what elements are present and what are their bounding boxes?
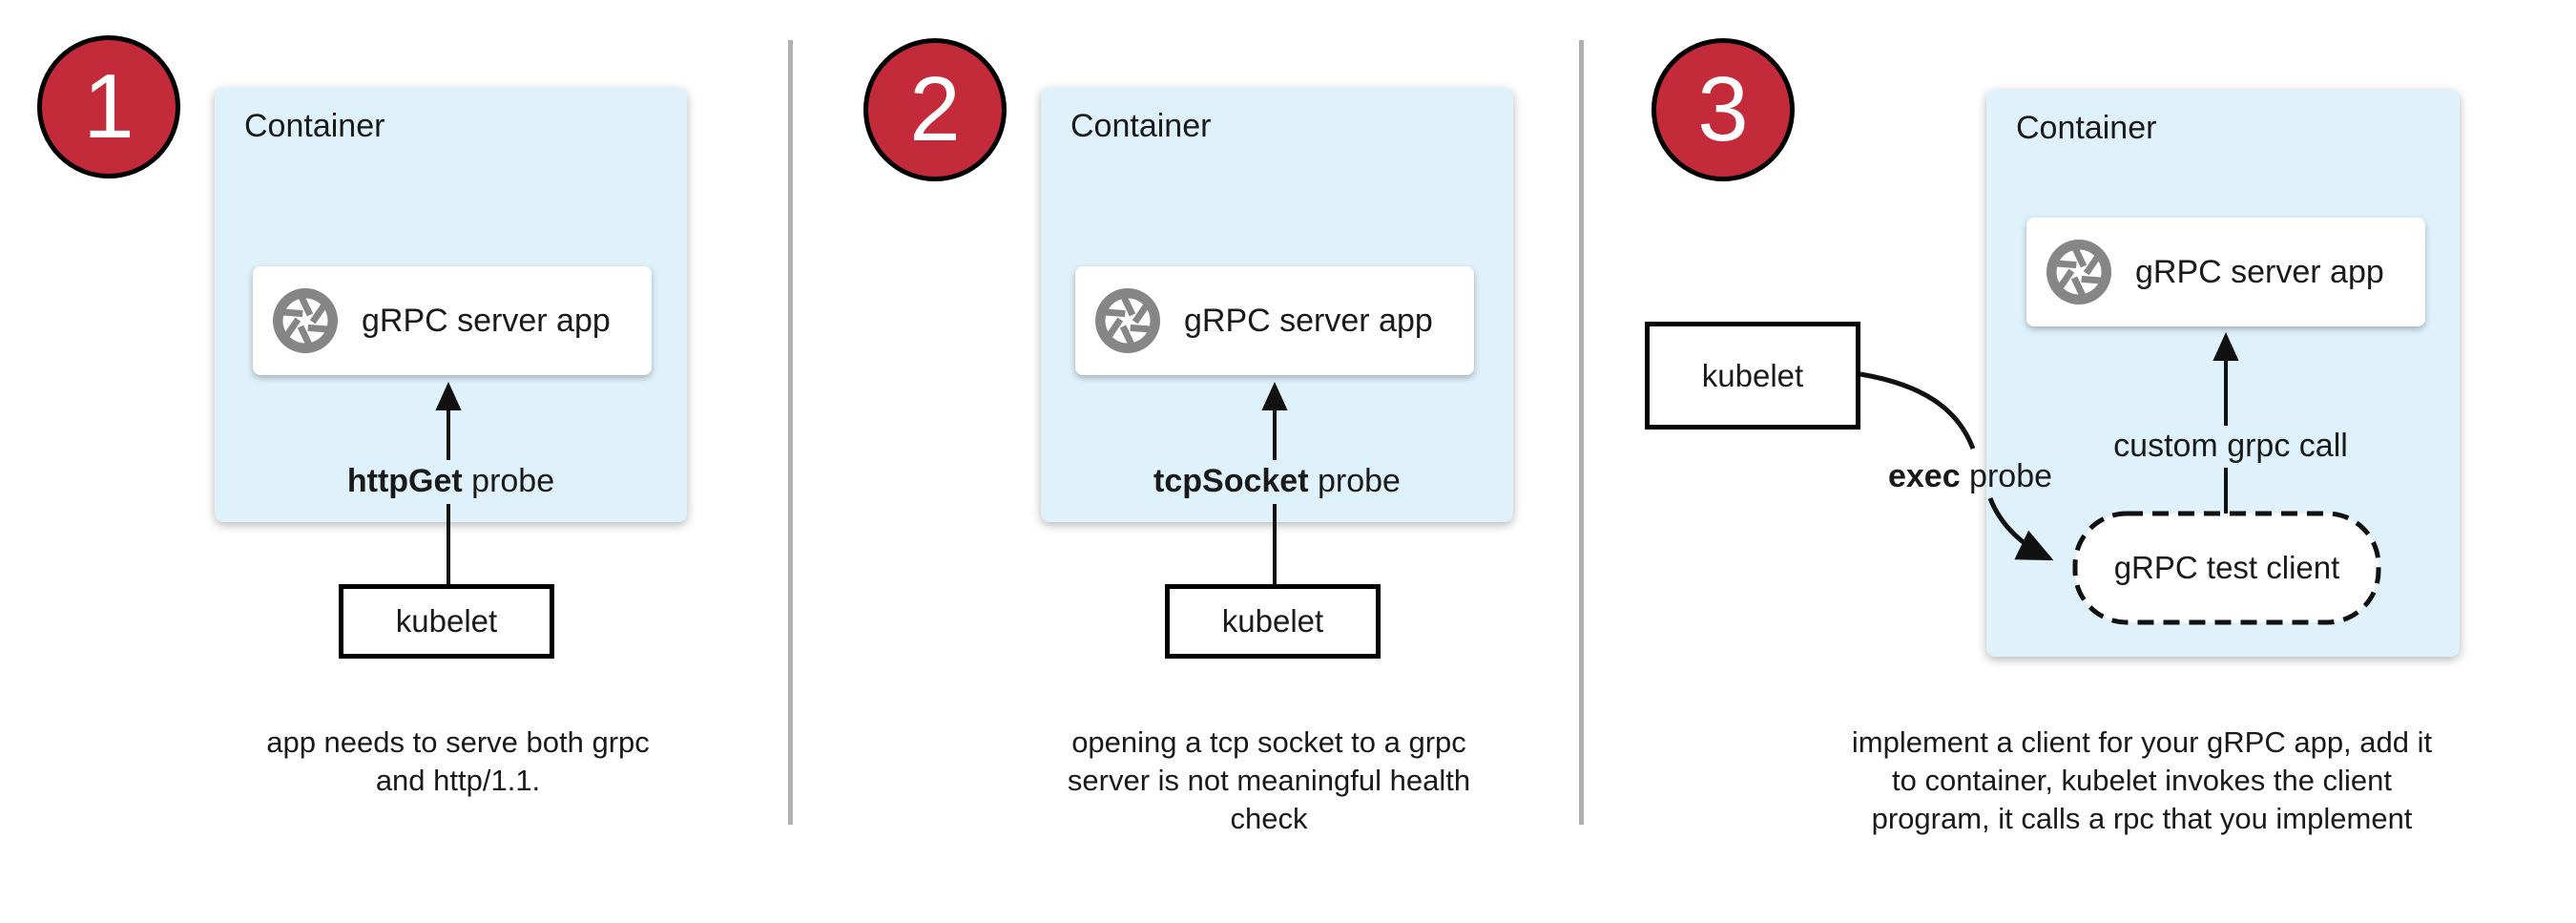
kubelet-box-2: kubelet [1165,584,1381,659]
caption-panel-3: implement a client for your gRPC app, ad… [1808,724,2476,838]
caption-line: program, it calls a rpc that you impleme… [1871,802,2413,835]
step-number: 2 [909,58,961,160]
caption-line: opening a tcp socket to a grpc [1071,725,1466,759]
caption-line: check [1230,802,1308,835]
grpc-test-client-shape [2072,511,2381,625]
panel-divider-1 [788,40,793,825]
grpc-server-app-box-1: gRPC server app [253,266,652,375]
caption-line: app needs to serve both grpc [266,725,650,759]
kubelet-label: kubelet [395,603,498,639]
step-number: 3 [1697,58,1749,160]
caption-line: and http/1.1. [375,764,541,797]
grpc-test-client-label: gRPC test client [2113,550,2340,585]
caption-line: server is not meaningful health [1067,764,1471,797]
exec-probe-curve-arrow [1859,371,2054,561]
step-badge-3: 3 [1652,38,1795,181]
probe-suffix: probe [1308,463,1401,499]
probe-suffix: probe [1960,458,2053,494]
probe-keyword: tcpSocket [1153,463,1309,499]
step-badge-1: 1 [37,35,180,178]
grpc-server-app-box-3: gRPC server app [2026,218,2425,326]
caption-panel-1: app needs to serve both grpc and http/1.… [191,724,725,800]
kubelet-label: kubelet [1701,357,1804,393]
container-label-1: Container [244,108,385,144]
grpc-server-app-label: gRPC server app [2135,253,2384,290]
probe-keyword: httpGet [346,463,463,499]
aperture-icon [1095,288,1160,353]
grpc-server-app-label: gRPC server app [1184,302,1433,339]
kubelet-box-1: kubelet [339,584,554,659]
probe-suffix: probe [462,463,555,499]
grpc-server-app-label: gRPC server app [362,302,611,339]
panel-divider-2 [1579,40,1584,825]
kubelet-box-3: kubelet [1645,322,1860,430]
caption-panel-2: opening a tcp socket to a grpc server is… [1002,724,1536,838]
container-label-2: Container [1070,108,1212,144]
caption-line: to container, kubelet invokes the client [1892,764,2392,797]
custom-grpc-call-label: custom grpc call [2113,428,2348,464]
probe-keyword: exec [1887,458,1961,494]
probe-label-tcpsocket: tcpSocket probe [1041,462,1513,500]
container-label-3: Container [2016,110,2157,146]
kubelet-label: kubelet [1221,603,1324,639]
probe-label-httpget: httpGet probe [215,462,687,500]
caption-line: implement a client for your gRPC app, ad… [1851,725,2433,759]
aperture-icon [273,288,338,353]
step-badge-2: 2 [863,38,1007,181]
probe-label-exec: exec probe [1837,457,2104,495]
grpc-server-app-box-2: gRPC server app [1075,266,1474,375]
aperture-icon [2046,240,2111,304]
step-number: 1 [83,55,135,157]
